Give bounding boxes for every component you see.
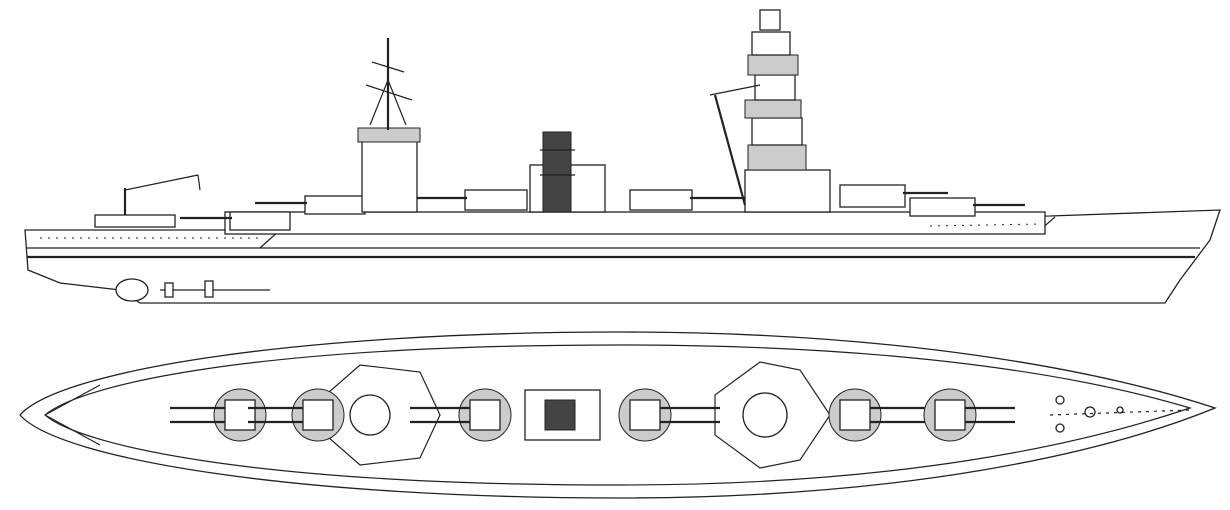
rudder	[115, 278, 149, 302]
pagoda-mast	[709, 9, 831, 213]
fwd-superstructure	[714, 361, 831, 469]
crane	[94, 174, 201, 228]
propellers	[160, 280, 270, 298]
plan-view	[19, 331, 1217, 499]
funnel-plan	[524, 389, 601, 441]
deck-edge	[44, 344, 1192, 486]
funnel	[529, 131, 606, 213]
turrets-plan	[170, 388, 1015, 442]
bow-fittings	[1049, 395, 1191, 433]
stern-rails	[44, 384, 101, 446]
superstructure	[224, 211, 1046, 235]
hull-plan	[19, 331, 1217, 499]
main-mast	[357, 38, 421, 213]
side-profile	[24, 9, 1221, 304]
foremast-plan	[742, 392, 788, 438]
mainmast-plan	[349, 394, 391, 436]
turrets-side	[180, 184, 1025, 231]
